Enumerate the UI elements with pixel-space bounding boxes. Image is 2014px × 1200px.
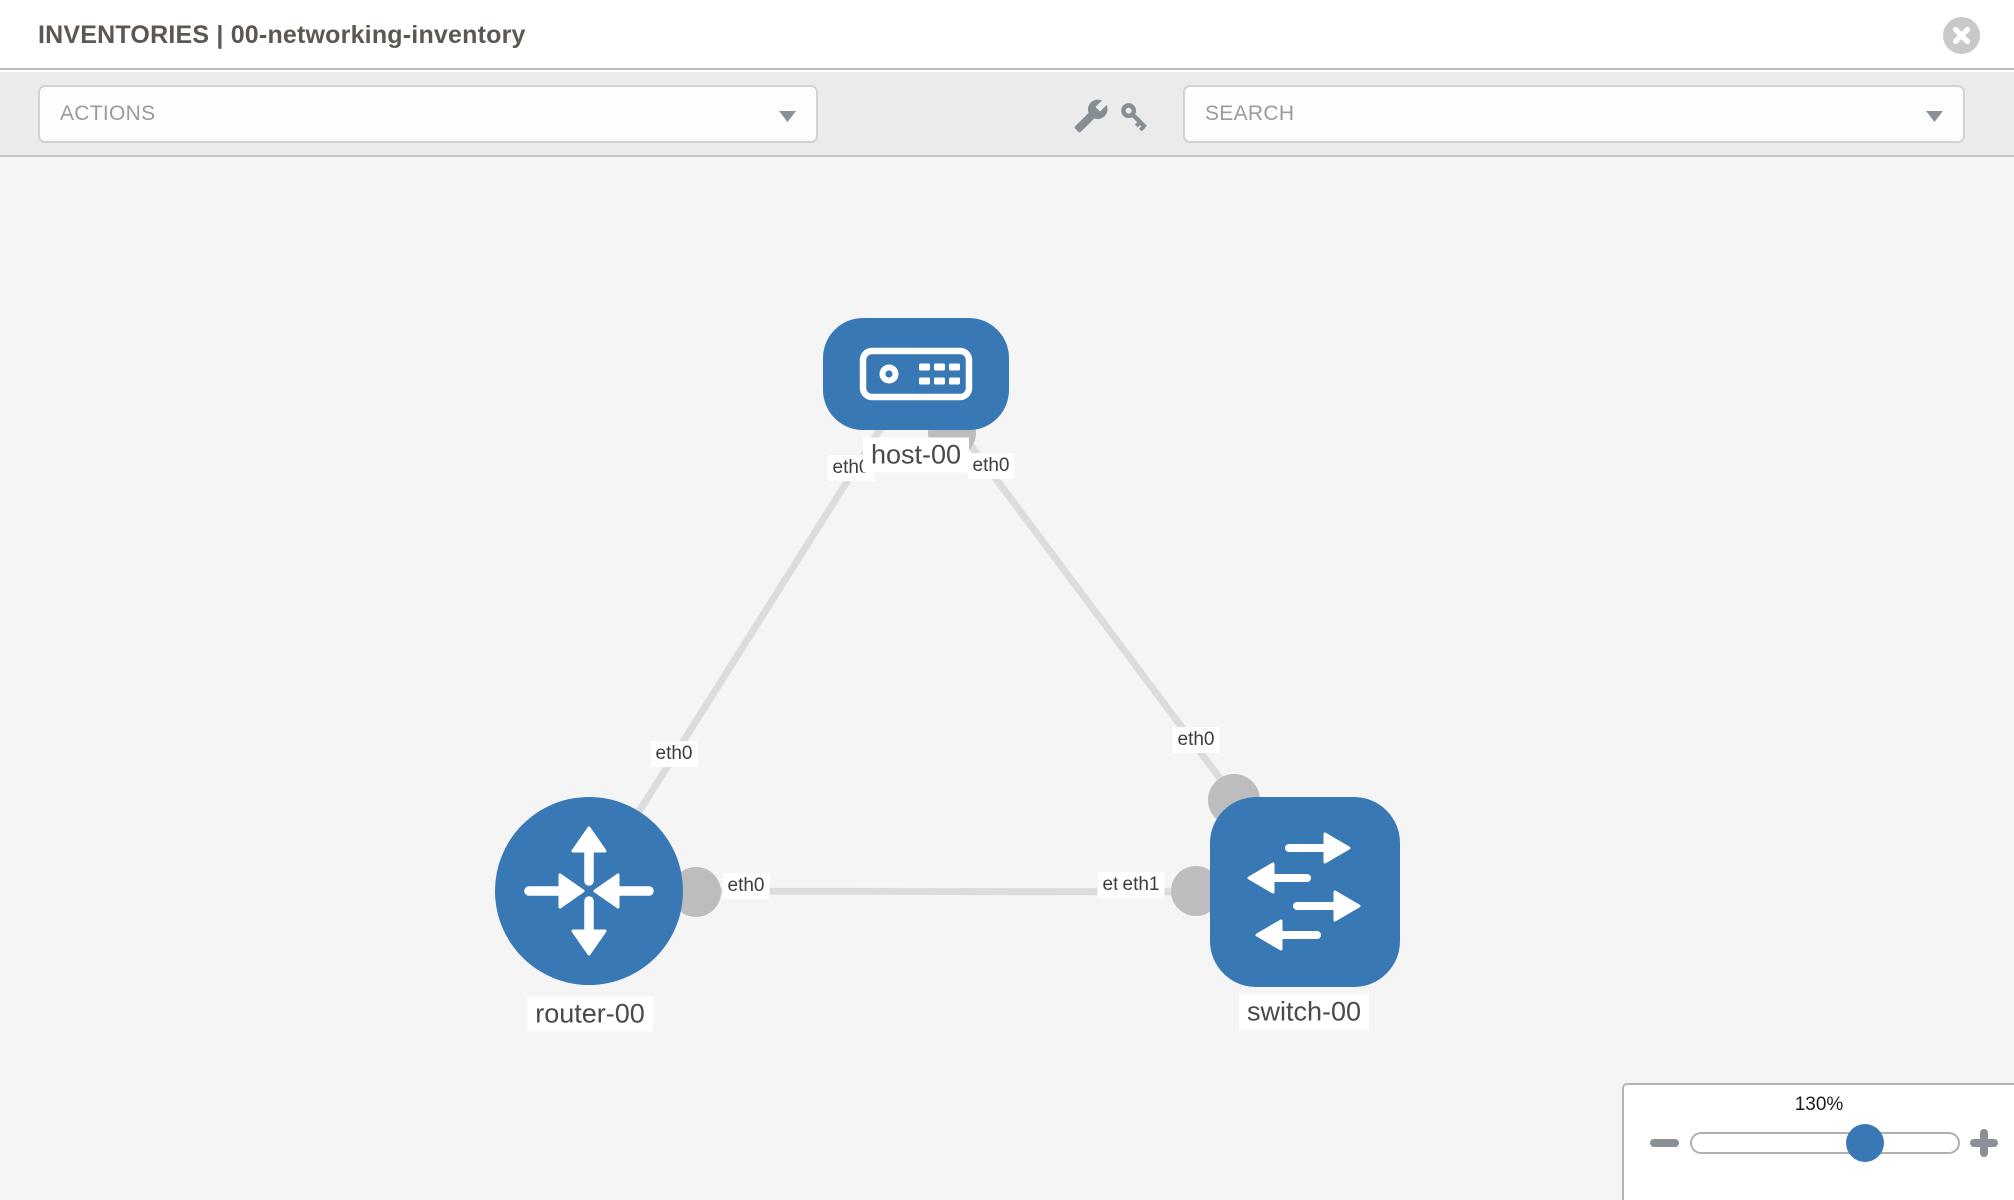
server-icon (859, 347, 973, 401)
iface-label: eth1 (1117, 872, 1165, 898)
zoom-level: 130% (1794, 1094, 1844, 1115)
chevron-down-icon (1926, 111, 1943, 122)
actions-dropdown[interactable]: ACTIONS (38, 85, 818, 143)
close-button[interactable] (1943, 17, 1980, 54)
zoom-panel: 130% (1622, 1083, 2014, 1200)
key-button[interactable] (1116, 98, 1154, 136)
node-label-router: router-00 (527, 996, 653, 1032)
key-icon (1121, 103, 1147, 132)
close-icon (1952, 26, 1971, 45)
search-dropdown[interactable]: SEARCH (1183, 85, 1965, 143)
wrench-button[interactable] (1072, 98, 1110, 136)
node-host-00[interactable] (823, 318, 1009, 430)
switch-icon (1247, 832, 1361, 951)
toolbar: ACTIONS SEARCH (0, 72, 2014, 157)
node-label-host: host-00 (862, 437, 970, 473)
node-label-switch: switch-00 (1238, 994, 1370, 1030)
node-router-00[interactable] (495, 797, 683, 985)
iface-label: eth0 (722, 873, 770, 899)
iface-label: eth0 (650, 741, 698, 767)
interface-connector (1171, 866, 1221, 916)
zoom-out-button[interactable] (1650, 1139, 1679, 1147)
node-switch-00[interactable] (1210, 797, 1400, 987)
actions-dropdown-label: ACTIONS (60, 102, 156, 125)
wrench-icon (1074, 99, 1108, 133)
topology-canvas[interactable]: eth0 eth0 eth0 eth0 eth0 eth0 eth1 host-… (0, 157, 2014, 1200)
interface-connector (671, 867, 721, 917)
chevron-down-icon (779, 111, 796, 122)
zoom-slider[interactable] (1690, 1124, 1960, 1162)
iface-label: eth0 (967, 453, 1015, 479)
router-icon (524, 826, 654, 956)
search-dropdown-label: SEARCH (1205, 102, 1295, 125)
iface-label: eth0 (1172, 727, 1220, 753)
header: INVENTORIES | 00-networking-inventory (0, 0, 2014, 70)
zoom-slider-thumb[interactable] (1846, 1124, 1884, 1162)
zoom-in-button[interactable] (1970, 1129, 1998, 1157)
page-title: INVENTORIES | 00-networking-inventory (38, 21, 526, 49)
